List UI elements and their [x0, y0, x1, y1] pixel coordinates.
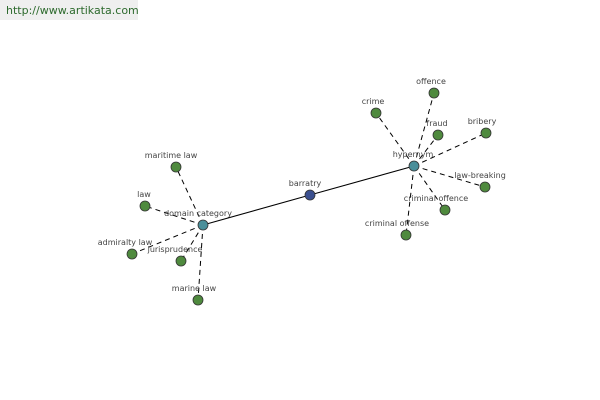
- node-criminal-offence[interactable]: criminal offence: [404, 194, 468, 216]
- node-label-fraud[interactable]: fraud: [426, 119, 447, 128]
- edge-domain-category-to-law: [144, 205, 204, 226]
- node-label-law[interactable]: law: [137, 190, 151, 199]
- node-dot-maritime-law[interactable]: [170, 161, 182, 173]
- edge-hypernym-to-bribery: [413, 132, 487, 167]
- node-label-criminal-offence[interactable]: criminal offence: [404, 194, 468, 203]
- edges-layer: [131, 92, 487, 301]
- edge-hypernym-to-fraud: [413, 134, 439, 167]
- node-label-admiralty-law[interactable]: admiralty law: [98, 238, 153, 247]
- node-dot-law-breaking[interactable]: [479, 181, 491, 193]
- node-dot-admiralty-law[interactable]: [126, 248, 138, 260]
- node-domain-category[interactable]: domain category: [164, 209, 232, 231]
- node-hypernym[interactable]: hypernym: [393, 150, 434, 172]
- edge-barratry-to-hypernym: [309, 165, 415, 196]
- edge-hypernym-to-law-breaking: [413, 165, 486, 188]
- node-crime[interactable]: crime: [362, 97, 385, 119]
- node-dot-law[interactable]: [139, 200, 151, 212]
- node-label-barratry[interactable]: barratry: [289, 179, 322, 188]
- node-offence[interactable]: offence: [416, 77, 446, 99]
- node-marine-law[interactable]: marine law: [172, 284, 217, 306]
- node-label-marine-law[interactable]: marine law: [172, 284, 217, 293]
- nodes-layer: barratry domain category hypernym maritime …: [98, 77, 506, 306]
- node-label-criminal-offense[interactable]: criminal offense: [365, 219, 429, 228]
- node-barratry[interactable]: barratry: [289, 179, 322, 201]
- node-label-domain-category[interactable]: domain category: [164, 209, 232, 218]
- node-label-maritime-law[interactable]: maritime law: [145, 151, 198, 160]
- node-fraud[interactable]: fraud: [426, 119, 448, 141]
- node-label-law-breaking[interactable]: law-breaking: [454, 171, 506, 180]
- node-dot-offence[interactable]: [428, 87, 440, 99]
- node-label-offence[interactable]: offence: [416, 77, 446, 86]
- node-law-breaking[interactable]: law-breaking: [454, 171, 506, 193]
- node-label-bribery[interactable]: bribery: [468, 117, 497, 126]
- node-bribery[interactable]: bribery: [468, 117, 497, 139]
- edge-hypernym-to-criminal-offence: [413, 165, 446, 211]
- node-dot-criminal-offense[interactable]: [400, 229, 412, 241]
- node-dot-jurisprudence[interactable]: [175, 255, 187, 267]
- edge-domain-category-to-jurisprudence: [180, 224, 204, 262]
- edge-domain-category-to-marine-law: [197, 224, 204, 301]
- node-admiralty-law[interactable]: admiralty law: [98, 238, 153, 260]
- node-dot-criminal-offence[interactable]: [439, 204, 451, 216]
- node-maritime-law[interactable]: maritime law: [145, 151, 198, 173]
- node-dot-bribery[interactable]: [480, 127, 492, 139]
- node-dot-fraud[interactable]: [432, 129, 444, 141]
- node-dot-barratry[interactable]: [304, 189, 316, 201]
- edge-domain-category-to-barratry: [202, 194, 311, 226]
- edge-domain-category-to-maritime-law: [175, 166, 204, 226]
- edge-hypernym-to-criminal-offense: [405, 165, 415, 236]
- node-dot-marine-law[interactable]: [192, 294, 204, 306]
- edge-hypernym-to-crime: [375, 112, 415, 167]
- node-criminal-offense[interactable]: criminal offense: [365, 219, 429, 241]
- edge-domain-category-to-admiralty-law: [131, 224, 204, 255]
- edge-hypernym-to-offence: [413, 92, 435, 167]
- node-dot-crime[interactable]: [370, 107, 382, 119]
- node-law[interactable]: law: [137, 190, 151, 212]
- site-url-link[interactable]: http://www.artikata.com: [0, 0, 139, 20]
- node-label-hypernym[interactable]: hypernym: [393, 150, 434, 159]
- node-label-crime[interactable]: crime: [362, 97, 385, 106]
- node-jurisprudence[interactable]: jurisprudence: [147, 245, 203, 267]
- node-label-jurisprudence[interactable]: jurisprudence: [147, 245, 203, 254]
- node-dot-domain-category[interactable]: [197, 219, 209, 231]
- node-dot-hypernym[interactable]: [408, 160, 420, 172]
